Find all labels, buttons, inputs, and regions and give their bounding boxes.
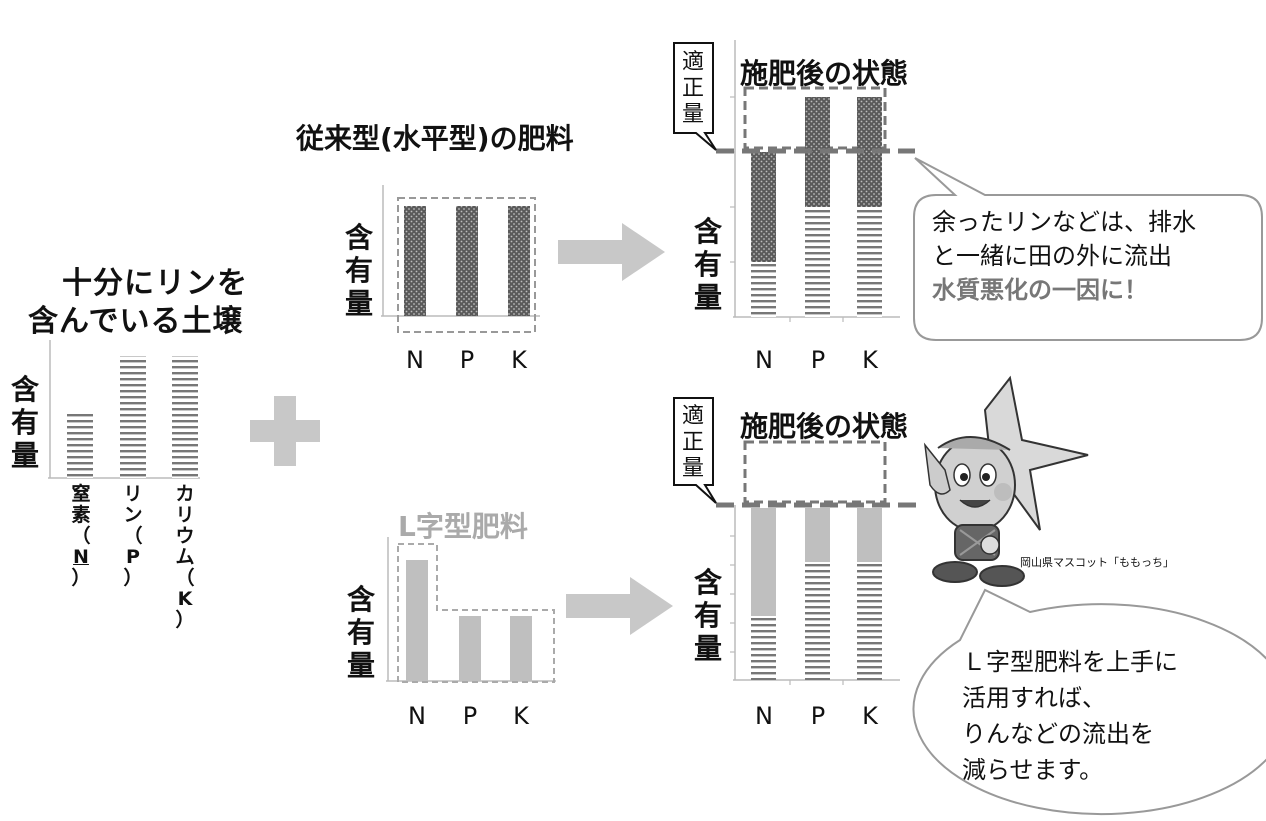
after-bottom-dashed-frame xyxy=(743,440,887,504)
soil-title-line1: 十分にリンを xyxy=(62,266,248,301)
lshape-cat-n: N xyxy=(408,702,426,730)
soil-bar-p xyxy=(120,356,146,478)
lshape-ylabel: 含 有 量 xyxy=(346,583,375,682)
lshape-bar-n xyxy=(406,560,428,681)
optimal-tag-top xyxy=(673,42,717,151)
lshape-cat-p: P xyxy=(462,702,478,730)
after-bottom-bar-n-add xyxy=(751,508,776,616)
soil-ylabel: 含 有 量 xyxy=(10,373,39,472)
conventional-bar-k xyxy=(508,206,530,316)
after-top-bar-k-base xyxy=(857,207,882,317)
after-top-cat-n: N xyxy=(755,346,773,374)
soil-category-k: カ リ ウ ム （ K ） xyxy=(175,483,195,631)
conventional-cat-n: N xyxy=(406,346,424,374)
after-bottom-bar-n-base xyxy=(751,616,776,680)
conventional-cat-k: K xyxy=(511,346,527,374)
callout-top-bubble xyxy=(913,157,1263,341)
soil-title-line2: 含んでいる土壌 xyxy=(28,304,244,339)
soil-category-p: リ ン （ P ） xyxy=(123,483,143,589)
after-bottom-bar-k-base xyxy=(857,562,882,680)
after-bottom-bar-p-base xyxy=(805,562,830,680)
after-top-cat-k: K xyxy=(862,346,878,374)
conventional-chart xyxy=(381,185,540,333)
soil-category-n: 窒 素 （ N ） xyxy=(71,483,91,589)
arrow-icon xyxy=(566,577,673,635)
after-bottom-ylabel: 含 有 量 xyxy=(693,566,722,665)
plus-icon xyxy=(250,396,320,466)
soil-chart xyxy=(48,340,200,479)
after-top-chart xyxy=(716,40,915,322)
lshape-dashed-outline xyxy=(397,543,555,683)
after-bottom-bar-p-add xyxy=(805,508,830,562)
callout-top-text: 余ったリンなどは、排水 と一緒に田の外に流出 水質悪化の一因に！ xyxy=(932,208,1196,304)
arrow-icon xyxy=(558,223,665,281)
after-top-bar-n-add xyxy=(751,152,776,262)
lshape-chart xyxy=(386,537,556,683)
callout-bottom-bubble xyxy=(912,588,1266,816)
after-top-bar-p-base xyxy=(805,207,830,317)
mascot-caption: 岡山県マスコット「ももっち」 xyxy=(1020,556,1174,569)
soil-bar-n xyxy=(67,412,93,478)
conventional-bar-p xyxy=(456,206,478,316)
conventional-bar-n xyxy=(404,206,426,316)
after-top-tag-text: 適 正 量 xyxy=(681,50,704,127)
after-bottom-bar-k-add xyxy=(857,508,882,562)
lshape-bar-p xyxy=(459,616,481,681)
soil-bar-k xyxy=(172,356,198,478)
lshape-bar-k xyxy=(510,616,532,681)
conventional-title: 従来型(水平型)の肥料 xyxy=(296,122,574,155)
conventional-ylabel: 含 有 量 xyxy=(344,221,373,320)
after-top-cat-p: P xyxy=(810,346,826,374)
conventional-dashed-frame xyxy=(397,197,536,333)
after-top-ylabel: 含 有 量 xyxy=(693,215,722,314)
mascot-illustration xyxy=(923,375,1089,587)
after-bottom-cat-n: N xyxy=(755,702,773,730)
lshape-title: L字型肥料 xyxy=(398,510,528,543)
after-bottom-title: 施肥後の状態 xyxy=(740,410,909,443)
after-bottom-chart xyxy=(716,440,920,685)
after-bottom-tag-text: 適 正 量 xyxy=(681,404,704,481)
after-top-title: 施肥後の状態 xyxy=(740,57,909,90)
after-top-bar-n-base xyxy=(751,262,776,317)
lshape-cat-k: K xyxy=(513,702,529,730)
callout-bottom-text: Ｌ字型肥料を上手に 活用すれば、 りんなどの流出を 減らせます。 xyxy=(962,648,1178,784)
after-bottom-cat-p: P xyxy=(810,702,826,730)
after-bottom-cat-k: K xyxy=(862,702,878,730)
optimal-tag-bottom xyxy=(673,397,717,504)
conventional-cat-p: P xyxy=(459,346,475,374)
